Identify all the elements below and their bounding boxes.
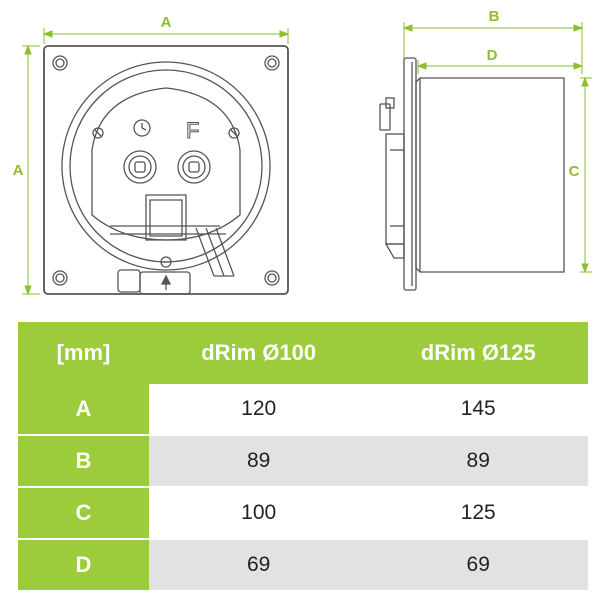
cell-b-125: 89 — [368, 435, 588, 488]
header-drim-125: dRim Ø125 — [368, 322, 588, 384]
adjuster-knobs — [123, 150, 211, 184]
glyph-f: F — [186, 118, 199, 143]
dimension-a-horizontal — [42, 28, 290, 44]
fan-ring-outer — [61, 61, 271, 271]
front-view — [22, 28, 290, 296]
cell-c-100: 100 — [148, 487, 369, 540]
motor-housing — [91, 87, 241, 241]
terminal-block — [145, 194, 187, 241]
dimension-c — [580, 76, 592, 274]
cell-d-125: 69 — [368, 539, 588, 592]
row-label-a: A — [18, 384, 149, 436]
dimension-b — [402, 22, 584, 74]
label-c: C — [569, 163, 580, 180]
cell-a-125: 145 — [368, 384, 588, 436]
row-label-b: B — [18, 435, 149, 488]
label-a-top: A — [161, 14, 172, 31]
cell-c-125: 125 — [368, 487, 588, 540]
fan-ring-inner — [69, 69, 263, 263]
table-row-a: A 120 145 — [18, 384, 588, 436]
spec-table: [mm] dRim Ø100 dRim Ø125 A 120 145 B 89 … — [18, 322, 588, 592]
cell-b-100: 89 — [148, 435, 369, 488]
technical-drawing: A A F — [13, 8, 592, 296]
cell-d-100: 69 — [148, 539, 369, 592]
table-row-d: D 69 69 — [18, 539, 588, 592]
label-a-side: A — [13, 162, 24, 179]
label-b: B — [489, 8, 500, 25]
table-row-c: C 100 125 — [18, 487, 588, 540]
dimension-d — [416, 60, 584, 74]
cell-a-100: 120 — [148, 384, 369, 436]
table-row-b: B 89 89 — [18, 435, 588, 488]
row-label-c: C — [18, 487, 149, 540]
table-header-row: [mm] dRim Ø100 dRim Ø125 — [18, 322, 588, 384]
timer-icon — [133, 119, 151, 137]
row-label-d: D — [18, 539, 149, 592]
header-unit: [mm] — [18, 322, 149, 384]
side-view — [379, 22, 592, 291]
side-front-plate — [403, 57, 417, 291]
label-d: D — [487, 47, 498, 64]
side-body — [415, 77, 565, 273]
header-drim-100: dRim Ø100 — [148, 322, 369, 384]
dimension-a-vertical — [22, 44, 40, 296]
corner-screws — [52, 55, 280, 286]
cable-guides — [195, 227, 235, 277]
